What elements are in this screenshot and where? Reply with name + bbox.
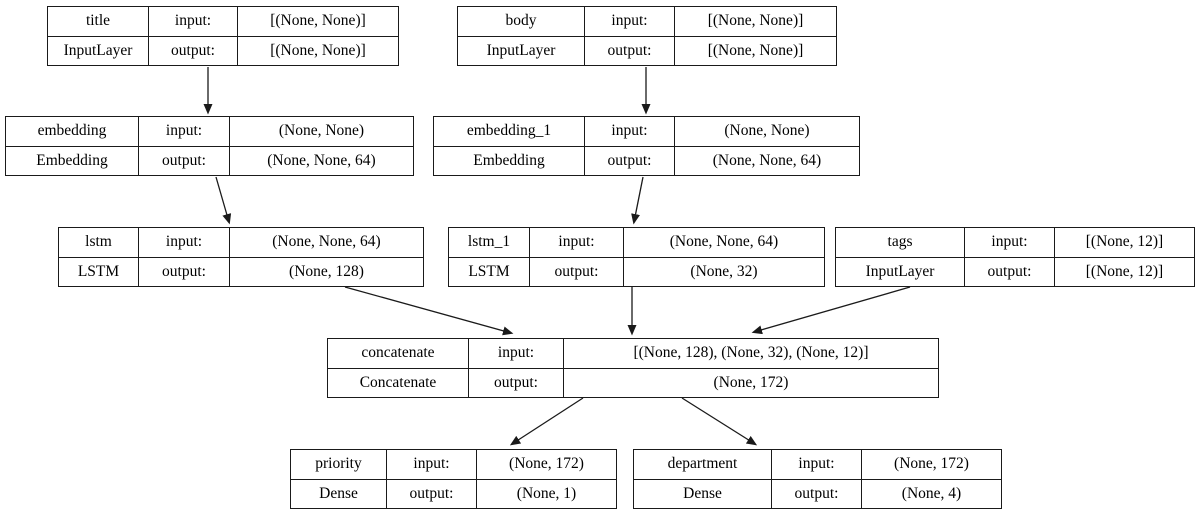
layer-type: InputLayer: [458, 36, 584, 65]
layer-type: Embedding: [6, 146, 138, 175]
input-shape: (None, None): [674, 117, 859, 146]
layer-name: lstm_1: [467, 233, 511, 250]
input-label: input:: [584, 7, 674, 36]
output-shape: (None, 32): [623, 257, 824, 286]
input-shape: (None, 172): [476, 450, 616, 479]
input-label: input:: [138, 117, 229, 146]
input-label: input:: [468, 339, 563, 368]
output-shape: [(None, None)]: [237, 36, 398, 65]
input-label: input:: [138, 228, 229, 257]
input-label: input:: [148, 7, 237, 36]
layer-name: embedding: [37, 122, 107, 139]
layer-name: body: [505, 12, 537, 29]
layer-name: concatenate: [361, 344, 435, 361]
layer-type: Dense: [291, 479, 386, 508]
layer-name: tags: [887, 233, 913, 250]
layer-node-embedding: embedding input: (None, None) Embedding …: [5, 116, 414, 176]
input-shape: [(None, 128), (None, 32), (None, 12)]: [563, 339, 938, 368]
output-label: output:: [386, 479, 476, 508]
input-label: input:: [964, 228, 1054, 257]
output-shape: (None, 1): [476, 479, 616, 508]
input-shape: [(None, None)]: [674, 7, 836, 36]
layer-node-title: title input: [(None, None)] InputLayer o…: [47, 6, 399, 66]
layer-name: title: [85, 12, 111, 29]
layer-node-embedding_1: embedding_1 input: (None, None) Embeddin…: [433, 116, 860, 176]
layer-type: Concatenate: [328, 368, 468, 397]
layer-node-lstm: lstm input: (None, None, 64) LSTM output…: [58, 227, 424, 287]
output-shape: (None, 128): [229, 257, 423, 286]
output-shape: (None, 4): [861, 479, 1001, 508]
output-label: output:: [138, 146, 229, 175]
layer-node-tags: tags input: [(None, 12)] InputLayer outp…: [835, 227, 1195, 287]
layer-node-lstm_1: lstm_1 input: (None, None, 64) LSTM outp…: [448, 227, 825, 287]
input-shape: [(None, 12)]: [1054, 228, 1194, 257]
output-label: output:: [529, 257, 623, 286]
edge-embedding_1-to-lstm_1: [631, 176, 644, 225]
input-shape: (None, None, 64): [229, 228, 423, 257]
edge-concatenate-to-priority: [509, 397, 584, 446]
input-shape: (None, None, 64): [623, 228, 824, 257]
input-label: input:: [584, 117, 674, 146]
input-label: input:: [529, 228, 623, 257]
layer-type: InputLayer: [836, 257, 964, 286]
output-label: output:: [148, 36, 237, 65]
output-label: output:: [584, 36, 674, 65]
output-shape: [(None, 12)]: [1054, 257, 1194, 286]
layer-type: LSTM: [449, 257, 529, 286]
input-shape: (None, None): [229, 117, 413, 146]
layer-name: department: [667, 455, 738, 472]
layer-type: LSTM: [59, 257, 138, 286]
input-shape: (None, 172): [861, 450, 1001, 479]
layer-type: InputLayer: [48, 36, 148, 65]
output-label: output:: [964, 257, 1054, 286]
edge-tags-to-concatenate: [751, 286, 911, 335]
layer-node-department: department input: (None, 172) Dense outp…: [633, 449, 1002, 509]
layer-name: lstm: [85, 233, 112, 250]
edge-concatenate-to-department: [681, 397, 758, 446]
layer-type: Embedding: [434, 146, 584, 175]
layer-node-body: body input: [(None, None)] InputLayer ou…: [457, 6, 837, 66]
layer-name: priority: [315, 455, 362, 472]
output-label: output:: [584, 146, 674, 175]
edge-lstm-to-concatenate: [344, 286, 514, 336]
edge-embedding-to-lstm: [215, 176, 232, 225]
output-label: output:: [138, 257, 229, 286]
input-label: input:: [386, 450, 476, 479]
output-shape: (None, None, 64): [229, 146, 413, 175]
output-label: output:: [468, 368, 563, 397]
output-label: output:: [771, 479, 861, 508]
input-shape: [(None, None)]: [237, 7, 398, 36]
output-shape: [(None, None)]: [674, 36, 836, 65]
layer-type: Dense: [634, 479, 771, 508]
layer-name: embedding_1: [466, 122, 552, 139]
input-label: input:: [771, 450, 861, 479]
layer-node-concatenate: concatenate input: [(None, 128), (None, …: [327, 338, 939, 398]
output-shape: (None, None, 64): [674, 146, 859, 175]
output-shape: (None, 172): [563, 368, 938, 397]
layer-node-priority: priority input: (None, 172) Dense output…: [290, 449, 617, 509]
